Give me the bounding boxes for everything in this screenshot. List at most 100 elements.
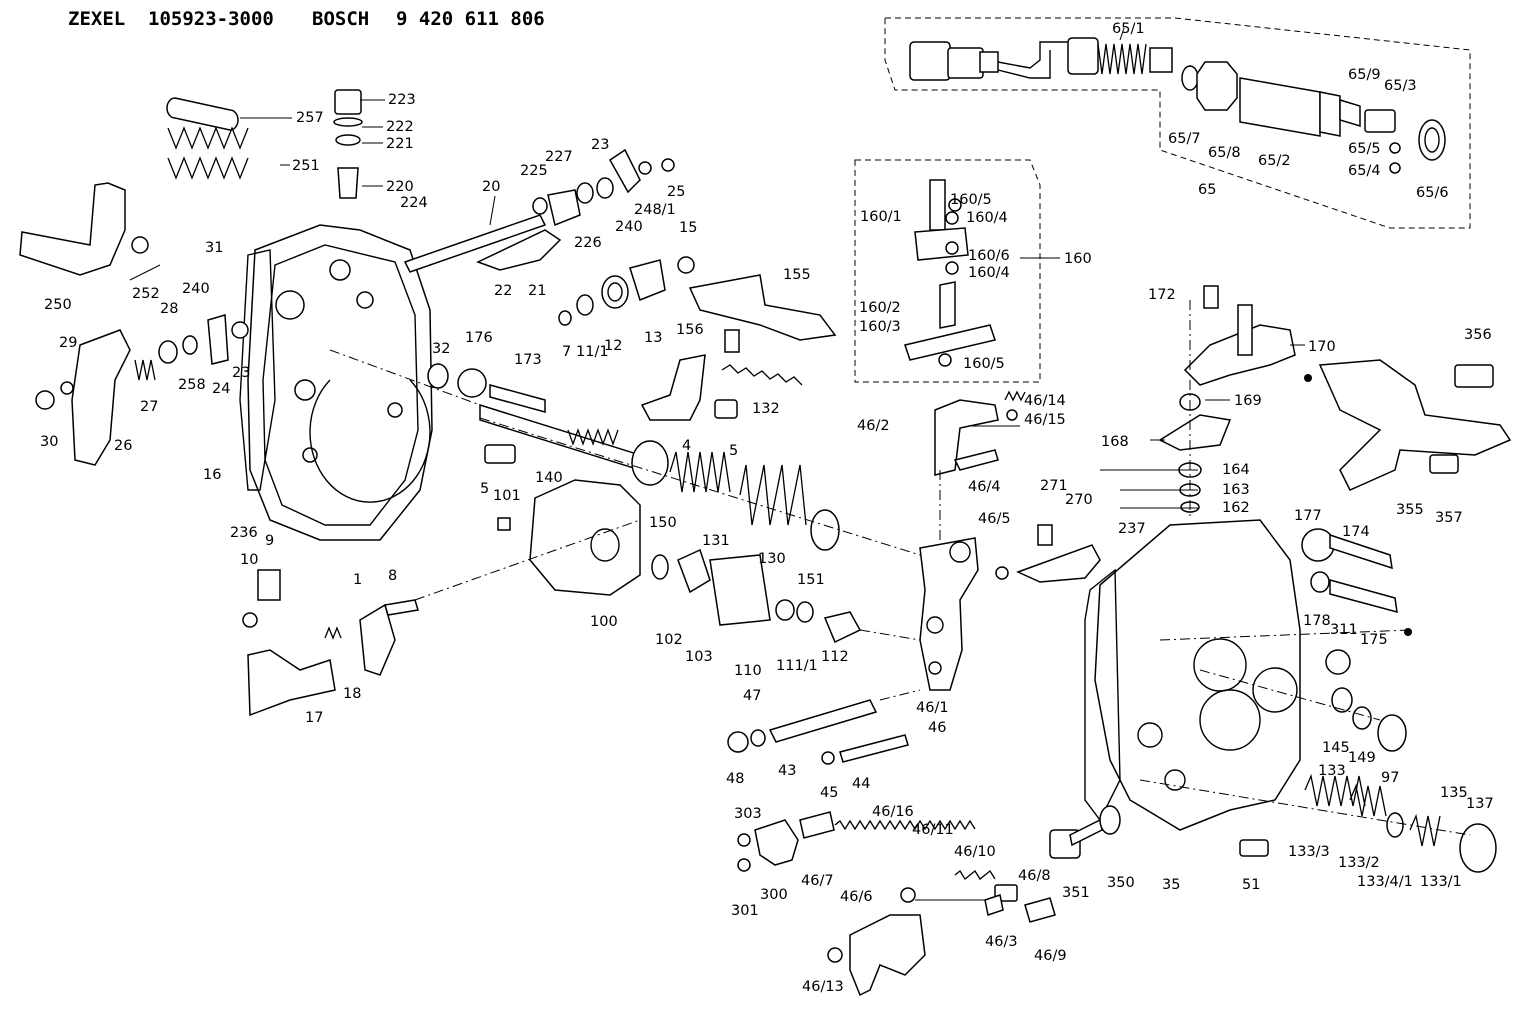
label-236: 236 <box>230 525 258 541</box>
label-160: 160 <box>1064 251 1092 267</box>
label-178: 178 <box>1303 613 1331 629</box>
label-18: 18 <box>343 686 361 702</box>
bolt-173 <box>489 384 546 413</box>
label-28: 28 <box>160 301 178 317</box>
bosch-part-number: 9 420 611 806 <box>396 8 545 30</box>
label-351: 351 <box>1062 885 1090 901</box>
pin-101 <box>497 517 511 531</box>
bracket-250 <box>19 182 126 276</box>
nut-303 <box>737 833 751 847</box>
washer-23 <box>231 321 249 339</box>
label-46-2: 46/2 <box>857 418 890 434</box>
label-97: 97 <box>1381 770 1399 786</box>
label-25: 25 <box>667 184 685 200</box>
label-137: 137 <box>1466 796 1494 812</box>
label-27: 27 <box>140 399 158 415</box>
lever-assembly-160 <box>904 179 996 367</box>
label-4: 4 <box>682 438 691 454</box>
label-10: 10 <box>240 552 258 568</box>
label-103: 103 <box>685 649 713 665</box>
nut-46-5 <box>995 566 1009 580</box>
lever-group-17 <box>242 569 419 717</box>
label-156: 156 <box>676 322 704 338</box>
nut-30 <box>35 390 55 410</box>
bolt-5a <box>714 399 738 419</box>
label-311: 311 <box>1330 622 1358 638</box>
label-172: 172 <box>1148 287 1176 303</box>
bracket-355 <box>1318 359 1512 491</box>
label-22: 22 <box>494 283 512 299</box>
label-160-2: 160/2 <box>859 300 901 316</box>
brand-zexel: ZEXEL <box>68 8 125 30</box>
brand-bosch: BOSCH <box>312 8 369 30</box>
leader-lines <box>129 99 1471 901</box>
label-110: 110 <box>734 663 762 679</box>
label-46-4: 46/4 <box>968 479 1001 495</box>
nut-46-13 <box>827 947 843 963</box>
label-44: 44 <box>852 776 870 792</box>
label-170: 170 <box>1308 339 1336 355</box>
label-257: 257 <box>296 110 324 126</box>
lever-46 <box>919 537 979 691</box>
label-65-8: 65/8 <box>1208 145 1241 161</box>
label-222: 222 <box>386 119 414 135</box>
label-240-left: 240 <box>182 281 210 297</box>
cap-137 <box>1459 823 1497 873</box>
label-102: 102 <box>655 632 683 648</box>
label-5a: 5 <box>729 443 738 459</box>
nut-301 <box>737 858 751 872</box>
label-133-1: 133/1 <box>1420 874 1462 890</box>
label-150: 150 <box>649 515 677 531</box>
lever-26 <box>71 329 131 466</box>
label-21: 21 <box>528 283 546 299</box>
shaft-20 <box>403 214 547 273</box>
label-237: 237 <box>1118 521 1146 537</box>
label-15: 15 <box>679 220 697 236</box>
label-258: 258 <box>178 377 206 393</box>
screw-46-3 <box>984 894 1004 916</box>
rod-44 <box>839 734 909 763</box>
label-160-6: 160/6 <box>968 248 1010 264</box>
label-48: 48 <box>726 771 744 787</box>
cap-97 <box>1377 714 1407 752</box>
plug-311 <box>1325 649 1351 675</box>
label-251: 251 <box>292 158 320 174</box>
label-160-4a: 160/4 <box>966 210 1008 226</box>
label-31: 31 <box>205 240 223 256</box>
label-111-1b: 111/1 <box>776 658 818 674</box>
nut-10 <box>242 612 258 628</box>
label-133-2: 133/2 <box>1338 855 1380 871</box>
lever-300 <box>754 819 799 866</box>
label-8: 8 <box>388 568 397 584</box>
label-270: 270 <box>1065 492 1093 508</box>
label-174: 174 <box>1342 524 1370 540</box>
governor-housing-1 <box>247 224 433 541</box>
zexel-part-number: 105923-3000 <box>148 8 274 30</box>
washer-29 <box>60 381 74 395</box>
washer-350 <box>1099 805 1121 835</box>
spring-18 <box>324 626 342 640</box>
pump-housing-35 <box>1094 519 1301 831</box>
label-133: 133 <box>1318 763 1346 779</box>
sensor-assembly-65 <box>909 27 1446 174</box>
label-224: 224 <box>400 195 428 211</box>
label-46-16: 46/16 <box>872 804 914 820</box>
label-65-9: 65/9 <box>1348 67 1381 83</box>
label-177: 177 <box>1294 508 1322 524</box>
label-175: 175 <box>1360 632 1388 648</box>
label-355: 355 <box>1396 502 1424 518</box>
label-46-13: 46/13 <box>802 979 844 995</box>
label-163: 163 <box>1222 482 1250 498</box>
label-357: 357 <box>1435 510 1463 526</box>
label-5b: 5 <box>480 481 489 497</box>
label-46-8: 46/8 <box>1018 868 1051 884</box>
label-46-5: 46/5 <box>978 511 1011 527</box>
label-133-3: 133/3 <box>1288 844 1330 860</box>
bolt-356 <box>1454 364 1494 388</box>
part-labels: 65/1 65/9 65/3 65/7 65/8 65/2 65/5 65/4 … <box>40 21 1494 995</box>
label-151: 151 <box>797 572 825 588</box>
label-250: 250 <box>44 297 72 313</box>
nut-176 <box>457 368 487 398</box>
label-225: 225 <box>520 163 548 179</box>
